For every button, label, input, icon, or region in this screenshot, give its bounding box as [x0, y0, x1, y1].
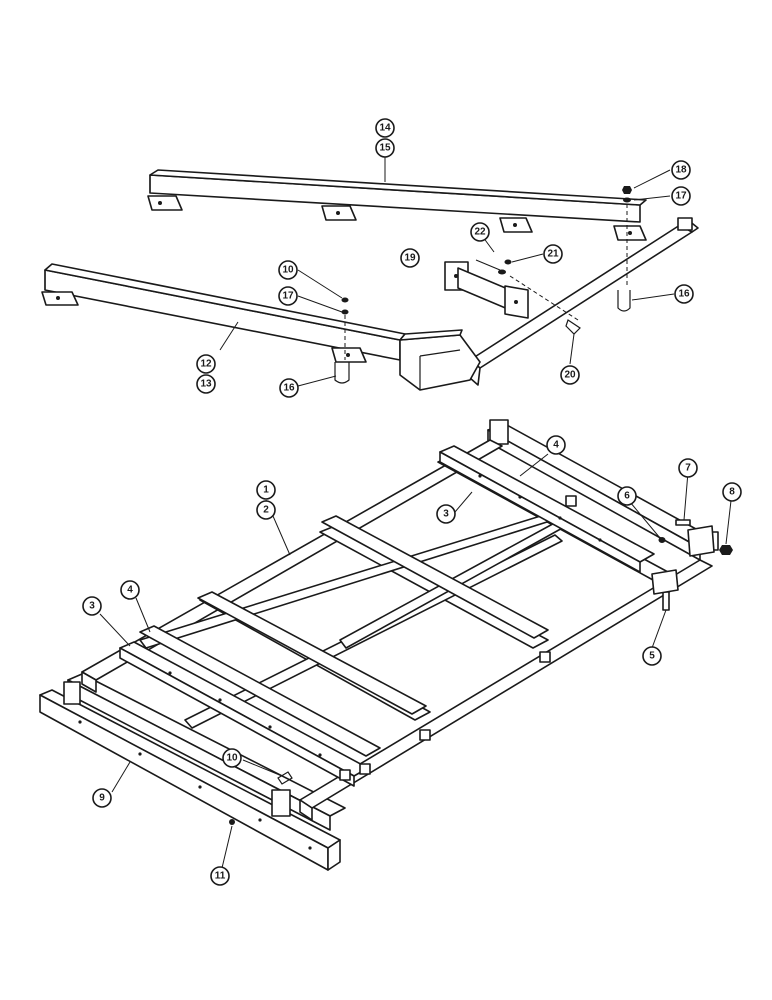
svg-text:4: 4: [553, 440, 559, 451]
svg-text:5: 5: [649, 651, 655, 662]
u-bolt: [617, 290, 631, 312]
callout-10: 10: [278, 260, 298, 280]
callout-10: 10: [222, 748, 242, 768]
washer: [498, 269, 506, 275]
mount-pad: [41, 291, 79, 306]
callout-11: 11: [210, 866, 230, 886]
svg-text:16: 16: [678, 289, 690, 300]
washer: [341, 309, 349, 315]
front-long-rail: [299, 559, 713, 821]
callout-16: 16: [279, 378, 299, 398]
svg-text:15: 15: [379, 143, 391, 154]
callout-3: 3: [436, 504, 456, 524]
svg-text:2: 2: [263, 505, 269, 516]
lower-frame-assembly: [39, 419, 733, 871]
callout-20: 20: [560, 365, 580, 385]
callout-15: 15: [375, 138, 395, 158]
callout-3: 3: [82, 596, 102, 616]
slat-right: [439, 445, 655, 573]
left-side-rail: [67, 673, 346, 831]
callout-4: 4: [120, 580, 140, 600]
front-beam: [41, 263, 406, 363]
bolt: [662, 591, 670, 611]
svg-text:22: 22: [474, 227, 486, 238]
callout-4: 4: [546, 435, 566, 455]
callout-14: 14: [375, 118, 395, 138]
svg-text:14: 14: [379, 123, 391, 134]
slat-left: [119, 625, 381, 787]
spring-clip: [565, 319, 581, 335]
nut: [622, 186, 632, 194]
callout-9: 9: [92, 788, 112, 808]
back-long-rail: [81, 439, 503, 693]
callout-13: 13: [196, 374, 216, 394]
svg-text:16: 16: [283, 383, 295, 394]
slat-middle: [197, 515, 549, 715]
callout-8: 8: [722, 482, 742, 502]
mount-pad: [147, 195, 183, 211]
frame-brackets: [339, 495, 577, 781]
end-plate: [271, 789, 291, 817]
nut: [229, 819, 235, 825]
pin: [675, 519, 691, 526]
nut: [658, 537, 666, 543]
svg-text:17: 17: [282, 291, 294, 302]
svg-text:7: 7: [685, 463, 691, 474]
svg-text:19: 19: [404, 253, 416, 264]
upper-frame-assembly: [41, 169, 699, 391]
svg-text:13: 13: [200, 379, 212, 390]
svg-text:3: 3: [443, 509, 449, 520]
svg-text:12: 12: [200, 359, 212, 370]
svg-text:8: 8: [729, 487, 735, 498]
svg-text:6: 6: [624, 491, 630, 502]
svg-text:21: 21: [547, 249, 559, 260]
bracket: [651, 569, 679, 595]
svg-text:4: 4: [127, 585, 133, 596]
svg-text:18: 18: [675, 165, 687, 176]
callout-6: 6: [617, 486, 637, 506]
rear-beam: [147, 169, 647, 241]
callout-17: 17: [278, 286, 298, 306]
svg-text:17: 17: [675, 191, 687, 202]
svg-text:20: 20: [564, 370, 576, 381]
svg-text:11: 11: [215, 871, 226, 882]
callouts: 14 15 18 17 22 21 19 10 17 16 12 13 16 2…: [82, 118, 742, 886]
svg-text:3: 3: [89, 601, 95, 612]
callout-7: 7: [678, 458, 698, 478]
callout-22: 22: [470, 222, 490, 242]
callout-17: 17: [671, 186, 691, 206]
svg-text:10: 10: [226, 753, 238, 764]
svg-text:1: 1: [263, 485, 269, 496]
callout-19: 19: [400, 248, 420, 268]
washer: [623, 197, 631, 203]
callout-2: 2: [256, 500, 276, 520]
svg-text:10: 10: [282, 265, 294, 276]
svg-text:9: 9: [99, 793, 105, 804]
callout-16: 16: [674, 284, 694, 304]
callout-21: 21: [543, 244, 563, 264]
leader-lines: [99, 150, 733, 869]
cross-tube: [444, 261, 529, 319]
u-bolt: [334, 362, 350, 384]
corner-casting: [399, 329, 481, 391]
lower-hardware: [229, 519, 733, 825]
callout-1: 1: [256, 480, 276, 500]
end-plate: [63, 681, 81, 705]
callout-12: 12: [196, 354, 216, 374]
pin: [277, 771, 293, 785]
callout-18: 18: [671, 160, 691, 180]
callout-5: 5: [642, 646, 662, 666]
bumper-bar: [39, 689, 341, 871]
nut: [341, 297, 349, 303]
nut: [504, 259, 512, 265]
nut: [719, 545, 733, 555]
